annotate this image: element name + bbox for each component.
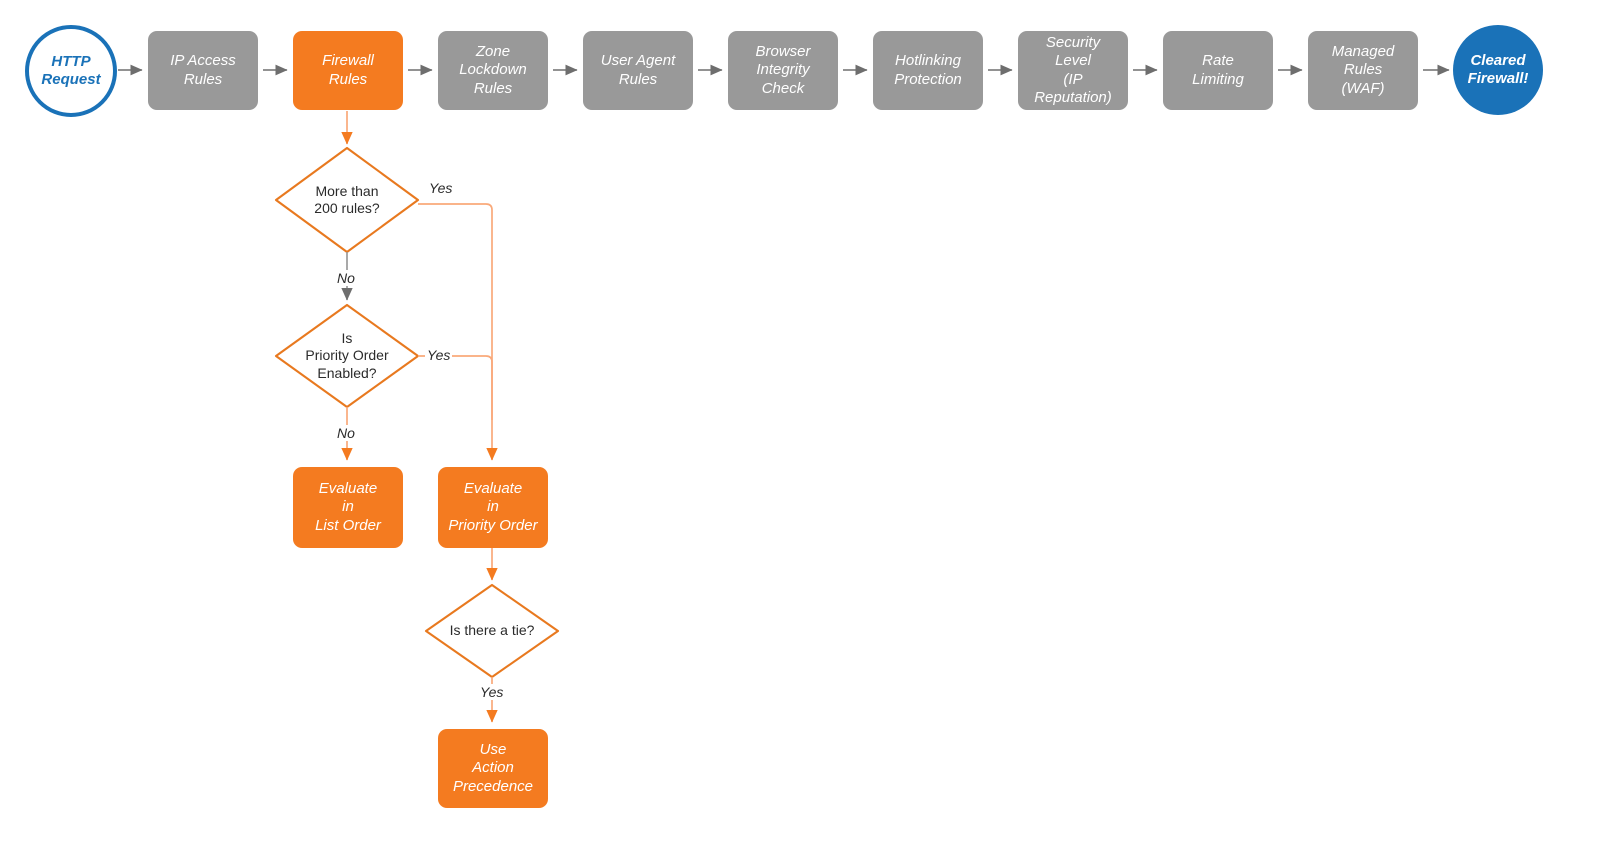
edge-d1-yes [418,203,498,461]
node-browser-integrity-check[interactable]: Browser Integrity Check [728,31,838,110]
node-cleared-firewall-line-1: Cleared [1470,52,1526,69]
node-zone-lockdown-rules-line-2: Lockdown [459,61,527,79]
edge-label-d1-no: No [335,270,357,286]
node-browser-integrity-check-line-2: Integrity [756,61,810,79]
node-http-request[interactable]: HTTP Request [25,25,117,117]
node-evaluate-priority-order-line-3: Priority Order [448,516,538,534]
node-hotlinking-protection-line-1: Hotlinking [895,52,961,70]
edge-label-d2-yes: Yes [425,347,453,363]
node-use-action-precedence-line-1: Use [479,741,507,759]
node-browser-integrity-check-line-1: Browser [755,43,811,61]
node-ip-access-rules[interactable]: IP Access Rules [148,31,258,110]
node-http-request-line-2: Request [41,71,101,88]
node-use-action-precedence-line-2: Action [472,759,514,777]
node-is-there-a-tie-line-1: Is there a tie? [449,622,535,639]
node-evaluate-list-order-line-2: in [342,498,354,516]
edge-label-d3-yes: Yes [478,684,506,700]
node-priority-order-enabled[interactable]: Is Priority Order Enabled? [276,305,418,407]
edge-label-d2-no: No [335,425,357,441]
node-security-level-line-2: Level [1055,52,1091,70]
node-hotlinking-protection[interactable]: Hotlinking Protection [873,31,983,110]
node-cleared-firewall[interactable]: Cleared Firewall! [1453,25,1543,115]
node-managed-rules-waf-line-1: Managed [1331,43,1395,61]
node-more-than-200-rules[interactable]: More than 200 rules? [276,148,418,252]
node-security-level[interactable]: Security Level (IP Reputation) [1018,31,1128,110]
node-priority-order-enabled-line-2: Priority Order [305,347,389,364]
node-cleared-firewall-line-2: Firewall! [1467,70,1529,87]
node-is-there-a-tie[interactable]: Is there a tie? [426,585,558,677]
node-user-agent-rules-line-1: User Agent [600,52,676,70]
node-evaluate-list-order-line-1: Evaluate [318,480,378,498]
node-priority-order-enabled-line-3: Enabled? [317,364,377,381]
node-use-action-precedence-line-3: Precedence [452,777,534,795]
node-evaluate-list-order-line-3: List Order [315,516,381,534]
node-http-request-line-1: HTTP [51,53,91,70]
node-hotlinking-protection-line-2: Protection [894,70,962,88]
node-user-agent-rules[interactable]: User Agent Rules [583,31,693,110]
node-security-level-line-1: Security [1045,33,1101,51]
node-ip-access-rules-line-1: IP Access [170,52,236,70]
node-more-than-200-rules-line-1: More than [315,182,379,199]
node-browser-integrity-check-line-3: Check [761,79,805,97]
node-security-level-line-3: (IP Reputation) [1034,70,1112,106]
node-user-agent-rules-line-2: Rules [618,70,658,88]
node-zone-lockdown-rules-line-3: Rules [473,79,513,97]
node-use-action-precedence[interactable]: Use Action Precedence [438,729,548,808]
node-priority-order-enabled-line-1: Is [341,330,353,347]
node-ip-access-rules-line-2: Rules [183,70,223,88]
node-evaluate-priority-order[interactable]: Evaluate in Priority Order [438,467,548,548]
node-managed-rules-waf-line-2: Rules [1343,61,1383,79]
edge-d2-yes [418,355,493,420]
node-evaluate-priority-order-line-2: in [487,498,499,516]
node-firewall-rules-line-1: Firewall [322,52,374,70]
node-firewall-rules-line-2: Rules [328,70,368,88]
node-more-than-200-rules-line-2: 200 rules? [314,200,380,216]
edge-label-d1-yes: Yes [427,180,455,196]
node-evaluate-list-order[interactable]: Evaluate in List Order [293,467,403,548]
node-rate-limiting-line-2: Limiting [1192,70,1244,88]
node-managed-rules-waf[interactable]: Managed Rules (WAF) [1308,31,1418,110]
node-managed-rules-waf-line-3: (WAF) [1341,79,1385,97]
node-evaluate-priority-order-line-1: Evaluate [463,480,523,498]
node-zone-lockdown-rules-line-1: Zone [475,43,511,61]
node-rate-limiting[interactable]: Rate Limiting [1163,31,1273,110]
node-rate-limiting-line-1: Rate [1202,52,1234,70]
node-firewall-rules[interactable]: Firewall Rules [293,31,403,110]
node-zone-lockdown-rules[interactable]: Zone Lockdown Rules [438,31,548,110]
